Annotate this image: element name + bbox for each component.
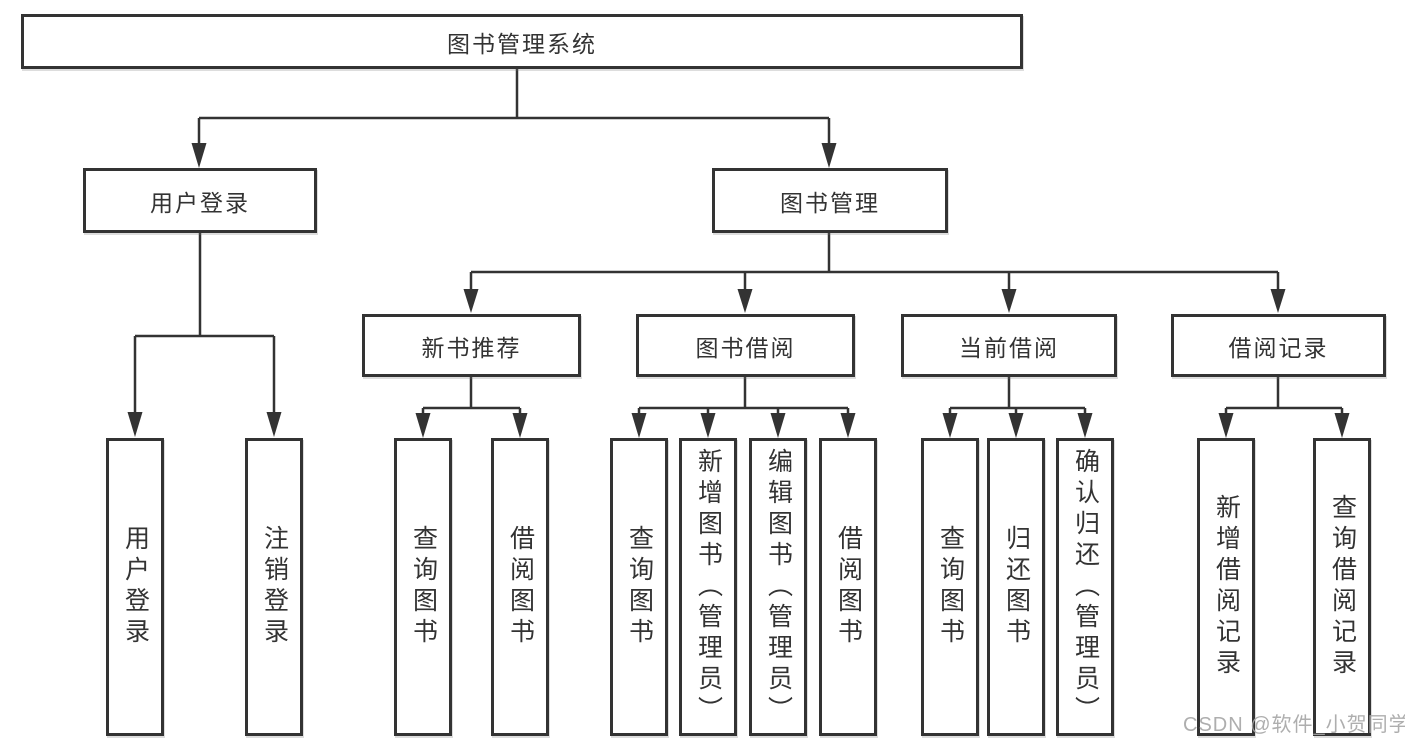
node-new-book-recommendation: 新书推荐	[362, 314, 581, 377]
arrowheads	[127, 143, 1350, 438]
leaf-borrow-books: 借阅图书	[819, 438, 877, 736]
node-book-management: 图书管理	[712, 168, 948, 233]
leaf-add-borrow-record: 新增借阅记录	[1197, 438, 1255, 736]
leaf-add-books-admin: 新增图书（管理员）	[679, 438, 737, 736]
leaf-query-books-recommend: 查询图书	[394, 438, 452, 736]
leaf-confirm-return-admin: 确认归还（管理员）	[1056, 438, 1114, 736]
leaf-query-borrow-record: 查询借阅记录	[1313, 438, 1371, 736]
leaf-query-books-current: 查询图书	[921, 438, 979, 736]
node-user-login: 用户登录	[83, 168, 317, 233]
node-borrowing-records: 借阅记录	[1171, 314, 1386, 377]
leaf-user-login: 用户登录	[106, 438, 164, 736]
csdn-watermark: CSDN @软件_小贺同学	[1183, 714, 1405, 736]
node-book-borrowing: 图书借阅	[636, 314, 855, 377]
leaf-borrow-books-recommend: 借阅图书	[491, 438, 549, 736]
node-library-management-system: 图书管理系统	[21, 14, 1023, 69]
node-current-borrowing: 当前借阅	[901, 314, 1117, 377]
leaf-return-books: 归还图书	[987, 438, 1045, 736]
leaf-logout: 注销登录	[245, 438, 303, 736]
leaf-query-books-borrowing: 查询图书	[610, 438, 668, 736]
leaf-edit-books-admin: 编辑图书（管理员）	[749, 438, 807, 736]
